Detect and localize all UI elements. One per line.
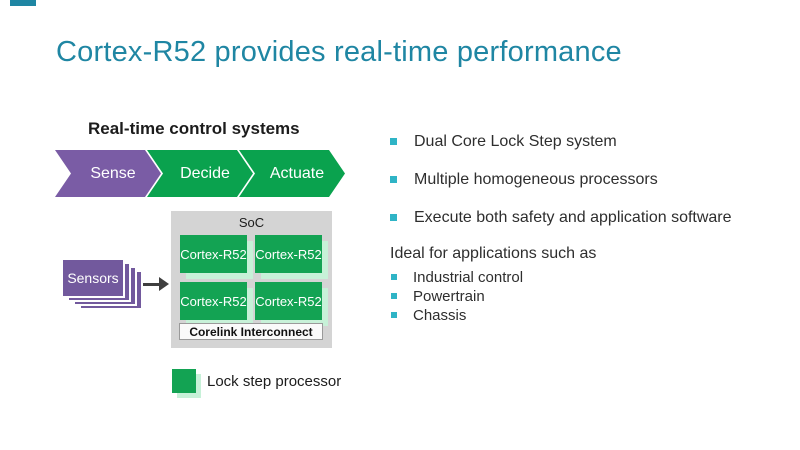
chevron-decide-label: Decide xyxy=(180,164,230,182)
sub-bullet-item: Industrial control xyxy=(391,268,523,287)
interconnect-block: Corelink Interconnect xyxy=(179,323,323,340)
sub-bullet-text: Powertrain xyxy=(413,288,485,305)
core-block: Cortex-R52 xyxy=(180,282,247,320)
sensors-stack: Sensors xyxy=(61,258,145,313)
soc-block: SoC Cortex-R52 Cortex-R52 Cortex-R52 Cor… xyxy=(171,211,332,348)
soc-label: SoC xyxy=(238,215,265,230)
bullet-text: Dual Core Lock Step system xyxy=(414,133,617,150)
core-block: Cortex-R52 xyxy=(180,235,247,273)
chevron-decide: Decide xyxy=(147,150,253,197)
core-block: Cortex-R52 xyxy=(255,282,322,320)
chevron-actuate-label: Actuate xyxy=(269,164,325,182)
bullet-item: Multiple homogeneous processors xyxy=(390,169,658,190)
bullet-square-icon xyxy=(391,312,397,318)
slide-accent-mark xyxy=(10,0,36,6)
sub-bullet-text: Industrial control xyxy=(413,269,524,286)
bullet-item: Dual Core Lock Step system xyxy=(390,131,617,152)
core-block: Cortex-R52 xyxy=(255,235,322,273)
legend-lockstep-swatch xyxy=(172,369,196,393)
sensor-card-front: Sensors xyxy=(61,258,125,298)
chevron-sense: Sense xyxy=(55,150,161,197)
chevron-actuate: Actuate xyxy=(239,150,345,197)
diagram-heading: Real-time control systems xyxy=(88,119,300,138)
sub-bullet-item: Powertrain xyxy=(391,287,485,306)
slide-title: Cortex-R52 provides real-time performanc… xyxy=(56,36,622,68)
arrow-shaft xyxy=(143,282,160,286)
legend-label: Lock step processor xyxy=(207,373,342,390)
bullet-square-icon xyxy=(390,138,397,145)
sub-bullet-text: Chassis xyxy=(413,307,467,324)
bullet-text: Multiple homogeneous processors xyxy=(414,171,658,188)
bullet-square-icon xyxy=(391,293,397,299)
sensors-label: Sensors xyxy=(67,270,119,286)
chevron-sense-label: Sense xyxy=(90,164,136,182)
sub-bullet-item: Chassis xyxy=(391,306,466,325)
bullet-square-icon xyxy=(390,176,397,183)
bullet-text: Execute both safety and application soft… xyxy=(414,209,732,226)
arrow-head xyxy=(159,277,169,291)
bullet-square-icon xyxy=(390,214,397,221)
bullet-square-icon xyxy=(391,274,397,280)
applications-subheading: Ideal for applications such as xyxy=(390,245,597,262)
bullet-item: Execute both safety and application soft… xyxy=(390,207,732,228)
arrow-right-icon xyxy=(143,276,169,292)
